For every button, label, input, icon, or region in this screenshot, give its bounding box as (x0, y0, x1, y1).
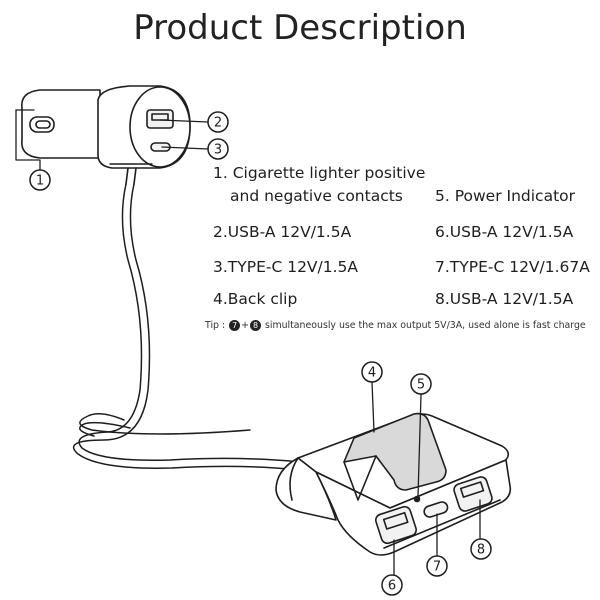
spec-item-7: 7.TYPE-C 12V/1.67A (435, 258, 590, 276)
callout-7: 7 (433, 560, 441, 575)
callout-5: 5 (417, 378, 425, 393)
spec-item-1-line1: 1. Cigarette lighter positive (213, 164, 426, 182)
callout-6: 6 (388, 579, 396, 594)
spec-item-5: 5. Power Indicator (435, 187, 575, 205)
callout-circles (29, 111, 492, 596)
callout-1: 1 (36, 174, 44, 189)
tip-note: Tip : 7+8 simultaneously use the max out… (205, 320, 586, 331)
hub (275, 412, 512, 556)
spec-item-6: 6.USB-A 12V/1.5A (435, 223, 574, 241)
tip-prefix: Tip : (205, 320, 226, 331)
cable (72, 183, 301, 471)
spec-item-3: 3.TYPE-C 12V/1.5A (213, 258, 359, 276)
callout-4: 4 (368, 366, 376, 381)
tip-plus: + (241, 320, 249, 331)
tip-number-a: 7 (229, 320, 241, 331)
spec-item-1-line2: and negative contacts (230, 187, 403, 205)
tip-text: simultaneously use the max output 5V/3A,… (264, 320, 586, 331)
callout-2: 2 (214, 116, 222, 131)
tip-number-b: 8 (249, 320, 261, 331)
spec-item-8: 8.USB-A 12V/1.5A (435, 290, 574, 308)
callout-8: 8 (477, 543, 485, 558)
page-title: Product Description (133, 8, 467, 48)
spec-item-4: 4.Back clip (213, 290, 298, 308)
lighter-plug (21, 85, 191, 185)
spec-item-2: 2.USB-A 12V/1.5A (213, 223, 352, 241)
callout-3: 3 (214, 143, 222, 158)
